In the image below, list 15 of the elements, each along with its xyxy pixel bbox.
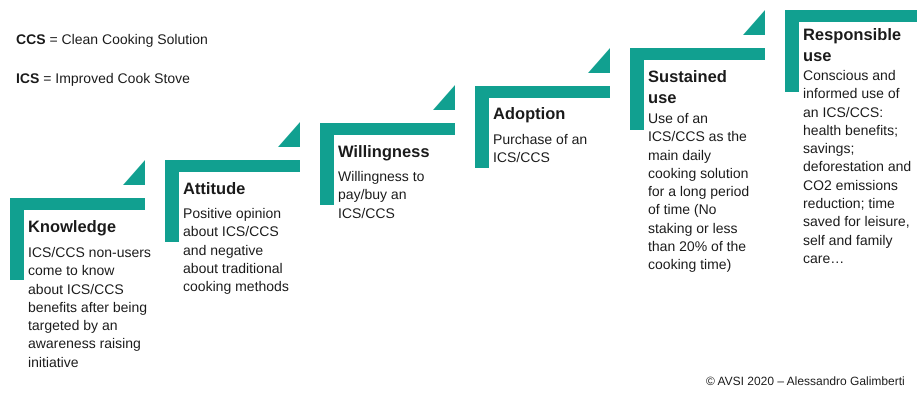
legend-definition: CCS = Clean Cooking Solution <box>16 31 208 47</box>
step-title: Adoption <box>493 104 566 125</box>
step-description: Willingness to pay/buy an ICS/CCS <box>338 167 426 222</box>
step-title: Attitude <box>183 179 246 200</box>
step-description: Conscious and informed use of an ICS/CCS: health benefits; savings; deforestation and CO2 emissions reduction; time saved for leisure, self and family care… <box>803 66 912 268</box>
legend-definition: ICS = Improved Cook Stove <box>16 70 190 86</box>
step-title: Sustained use <box>648 67 728 109</box>
step-title: Responsible use <box>803 25 902 67</box>
step-description: ICS/CCS non-users come to know about ICS/CCS benefits after being targeted by an awareness raising initiative <box>28 243 152 372</box>
copyright-note: © AVSI 2020 – Alessandro Galimberti <box>706 374 905 388</box>
step-description: Purchase of an ICS/CCS <box>493 130 588 167</box>
step-description: Positive opinion about ICS/CCS and negative about traditional cooking methods <box>183 204 290 296</box>
step-description: Use of an ICS/CCS as the main daily cooking solution for a long period of time (No staking or less than 20% of the cooking time) <box>648 109 750 274</box>
step-title: Willingness <box>338 142 431 163</box>
step-title: Knowledge <box>28 217 118 238</box>
